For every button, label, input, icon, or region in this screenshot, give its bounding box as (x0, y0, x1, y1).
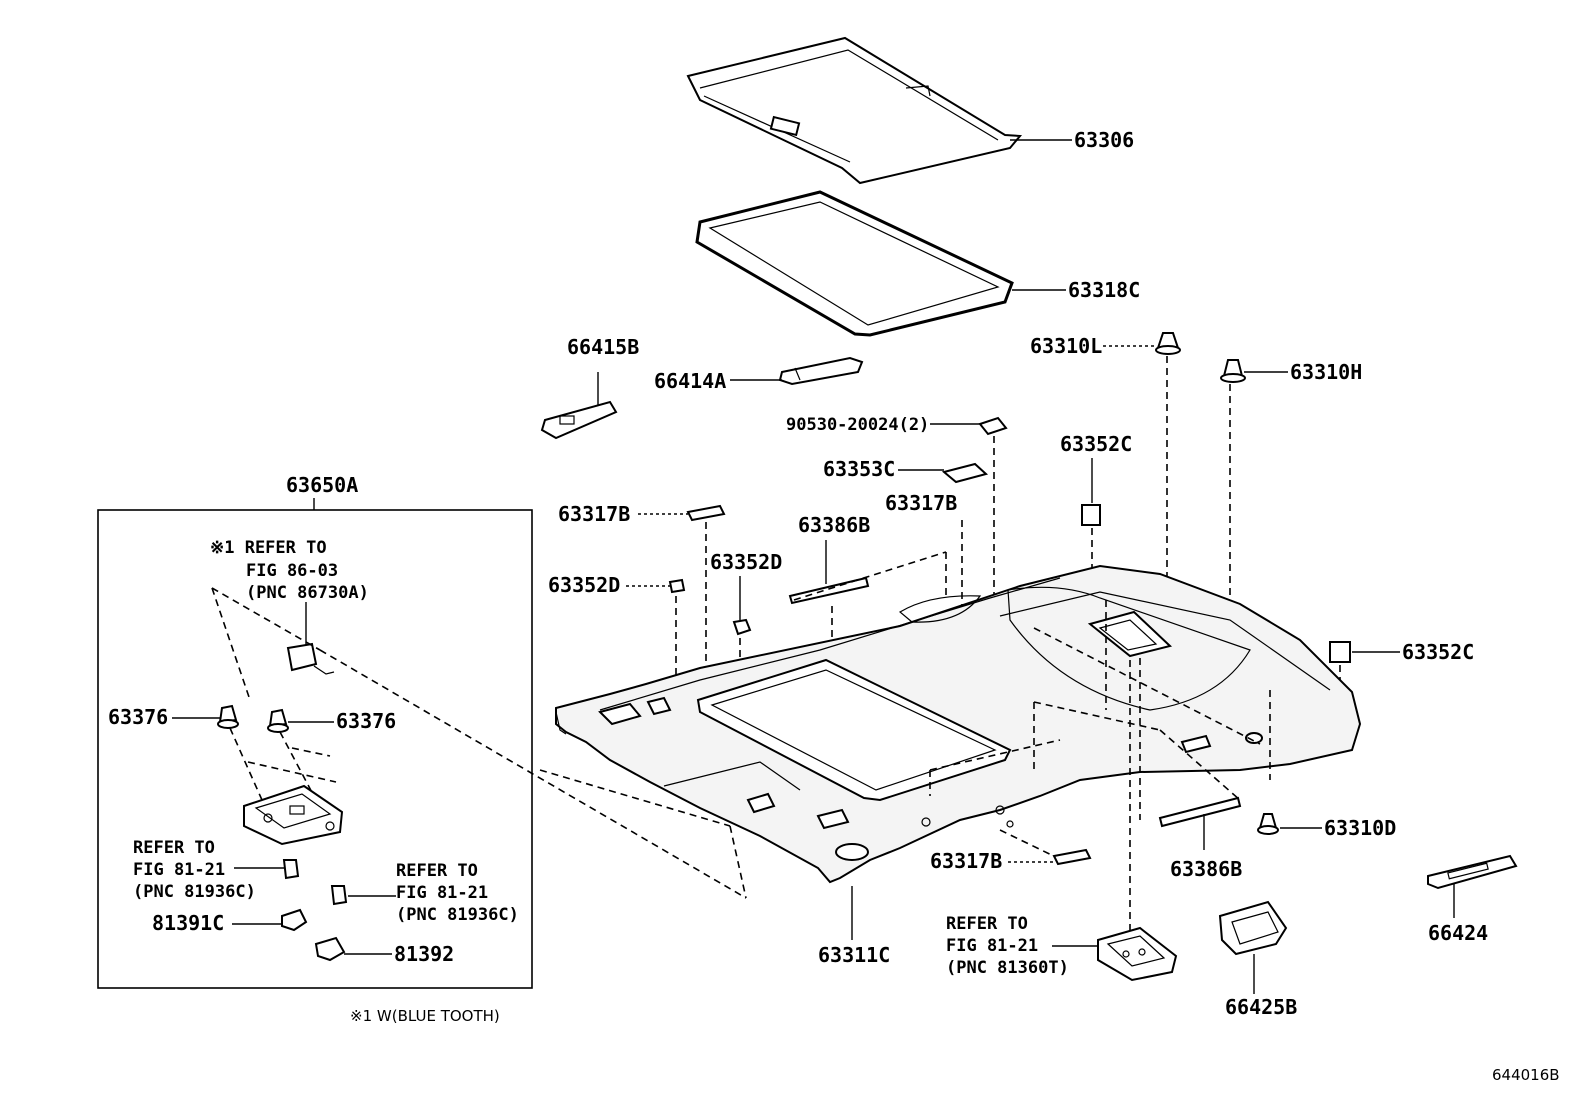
gasket-part (695, 190, 1014, 337)
bracket-66415B-part (540, 400, 618, 440)
label-63310L: 63310L (1030, 334, 1102, 358)
strip-63386B-bottom-part (1158, 796, 1242, 828)
plate-81391C-part (281, 908, 308, 932)
ref-left-line3: (PNC 81936C) (133, 882, 256, 902)
label-63310D: 63310D (1324, 816, 1396, 840)
label-63353C: 63353C (823, 457, 895, 481)
label-63352C-right: 63352C (1402, 640, 1474, 664)
label-66424: 66424 (1428, 921, 1488, 945)
label-63352D-mid: 63352D (710, 550, 782, 574)
label-63318C: 63318C (1068, 278, 1140, 302)
pad-63353C-part (941, 462, 989, 484)
label-90530: 90530-20024(2) (786, 415, 929, 435)
sunshade-part (686, 36, 1023, 185)
strip-63386B-top-part (788, 576, 870, 605)
label-63650A: 63650A (286, 473, 358, 497)
diagram-id: 644016B (1492, 1066, 1560, 1084)
ref-lamp-line3: (PNC 81360T) (946, 958, 1069, 978)
inset-box (97, 509, 533, 989)
ref-right-line1: REFER TO (396, 861, 478, 881)
label-81391C: 81391C (152, 911, 224, 935)
ref-bluetooth-line1: ※1 REFER TO (210, 538, 327, 558)
label-63352C-top: 63352C (1060, 432, 1132, 456)
clip-63352D-left-part (668, 578, 686, 594)
bracket-66424-part (1427, 854, 1518, 890)
ref-right-line3: (PNC 81936C) (396, 905, 519, 925)
label-63317B-mid: 63317B (885, 491, 957, 515)
clip-63376-right-part (267, 708, 289, 733)
footnote: ※1 W(BLUE TOOTH) (350, 1007, 500, 1025)
label-63386B-bottom: 63386B (1170, 857, 1242, 881)
label-63317B-bottom: 63317B (930, 849, 1002, 873)
ref-bluetooth-line3: (PNC 86730A) (246, 583, 369, 603)
clip-63310D-part (1257, 813, 1279, 835)
bulb-left-part (282, 859, 300, 880)
label-63376-left: 63376 (108, 705, 168, 729)
clip-63310L-part (1155, 332, 1181, 355)
ref-bluetooth-line2: FIG 86-03 (246, 561, 338, 581)
ref-lamp-line2: FIG 81-21 (946, 936, 1038, 956)
bluetooth-module-part (286, 642, 335, 675)
plate-81392-part (314, 936, 346, 962)
label-63376-right: 63376 (336, 709, 396, 733)
clip-63376-left-part (217, 704, 239, 729)
label-63317B-left: 63317B (558, 502, 630, 526)
label-66415B: 66415B (567, 335, 639, 359)
clip-63352C-right-part (1329, 641, 1351, 663)
bulb-right-part (330, 885, 348, 906)
headliner-part (555, 564, 1362, 884)
ref-right-line2: FIG 81-21 (396, 883, 488, 903)
label-66414A: 66414A (654, 369, 726, 393)
label-63306: 63306 (1074, 128, 1134, 152)
tape-63317B-bottom-part (1052, 848, 1092, 866)
label-63386B-top: 63386B (798, 513, 870, 537)
tape-63317B-left-part (686, 504, 726, 522)
clip-63352C-top-part (1081, 504, 1101, 526)
map-lamp-part (243, 784, 344, 846)
label-81392: 81392 (394, 942, 454, 966)
label-63311C: 63311C (818, 943, 890, 967)
label-63310H: 63310H (1290, 360, 1362, 384)
clip-63310H-part (1220, 359, 1246, 383)
tape-90530-part (978, 416, 1008, 436)
label-66425B: 66425B (1225, 995, 1297, 1019)
ref-left-line2: FIG 81-21 (133, 860, 225, 880)
ref-lamp-line1: REFER TO (946, 914, 1028, 934)
bracket-66414A-part (778, 356, 864, 386)
label-63352D-left: 63352D (548, 573, 620, 597)
bracket-66425B-part (1218, 900, 1288, 956)
ref-left-line1: REFER TO (133, 838, 215, 858)
room-lamp-part (1097, 926, 1178, 982)
clip-63352D-mid-part (732, 618, 752, 636)
